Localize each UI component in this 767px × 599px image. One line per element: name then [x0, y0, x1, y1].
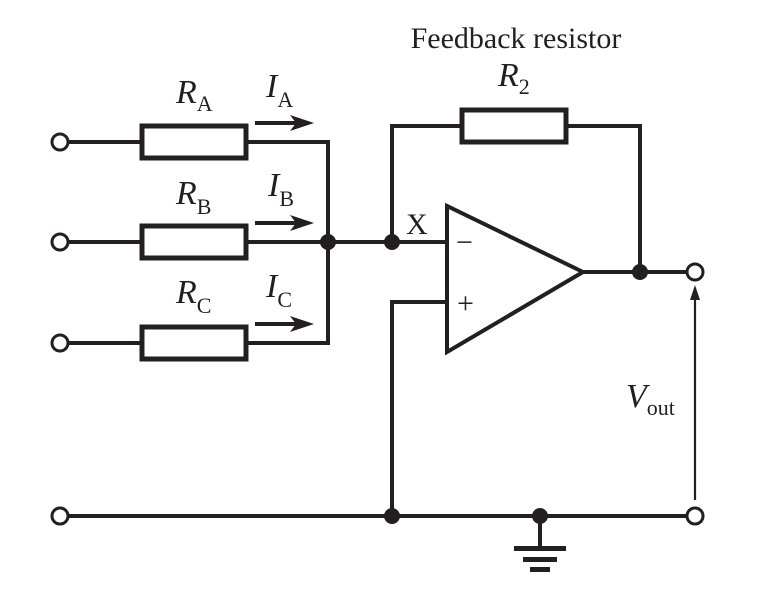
label-node-x: X — [406, 208, 428, 241]
resistor-ra — [139, 123, 249, 161]
ground-icon — [514, 514, 566, 572]
label-ic: IC — [265, 268, 292, 312]
resistor-rb — [139, 223, 249, 261]
ground-bar-1 — [514, 546, 566, 551]
ground-terminal-right — [685, 506, 705, 526]
input-branch-b — [50, 215, 394, 261]
current-arrow-ia — [255, 115, 314, 131]
input-terminal-b — [50, 232, 70, 252]
ground-junction-dot-left — [384, 508, 400, 524]
ground-bar-3 — [530, 567, 550, 572]
input-branch-a — [50, 115, 330, 161]
resistor-rc — [139, 324, 249, 362]
arrow-head-ic — [290, 316, 314, 332]
ground-terminal-left — [50, 506, 70, 526]
inverting-input-sign: − — [456, 226, 473, 259]
wire-feedback-right — [566, 124, 642, 274]
noninverting-input-sign: + — [457, 287, 474, 320]
ground-bar-2 — [523, 557, 557, 562]
current-arrow-ic — [255, 316, 314, 332]
vout-arrow — [690, 285, 700, 500]
label-ra: RA — [175, 74, 213, 116]
feedback-resistor-title: Feedback resistor — [411, 22, 622, 55]
opamp-triangle — [445, 202, 588, 356]
input-terminal-a — [50, 132, 70, 152]
output-terminal — [685, 262, 705, 282]
label-rb: RB — [175, 175, 211, 219]
vout-arrow-head — [690, 285, 700, 300]
input-branch-c — [50, 316, 330, 362]
label-rc: RC — [175, 274, 211, 318]
current-arrow-ib — [255, 215, 314, 231]
label-ib: IB — [267, 167, 294, 211]
summing-junction-dot — [320, 234, 336, 250]
arrow-head-ia — [290, 115, 314, 131]
arrow-head-ib — [290, 215, 314, 231]
resistor-r2 — [459, 107, 569, 145]
label-vout: Vout — [626, 378, 675, 420]
wire-noninverting-to-ground — [390, 300, 448, 518]
output-junction-dot — [632, 264, 648, 280]
label-ia: IA — [265, 68, 293, 112]
wire-feedback-left — [390, 124, 462, 244]
label-r2: R2 — [497, 57, 530, 99]
input-terminal-c — [50, 333, 70, 353]
